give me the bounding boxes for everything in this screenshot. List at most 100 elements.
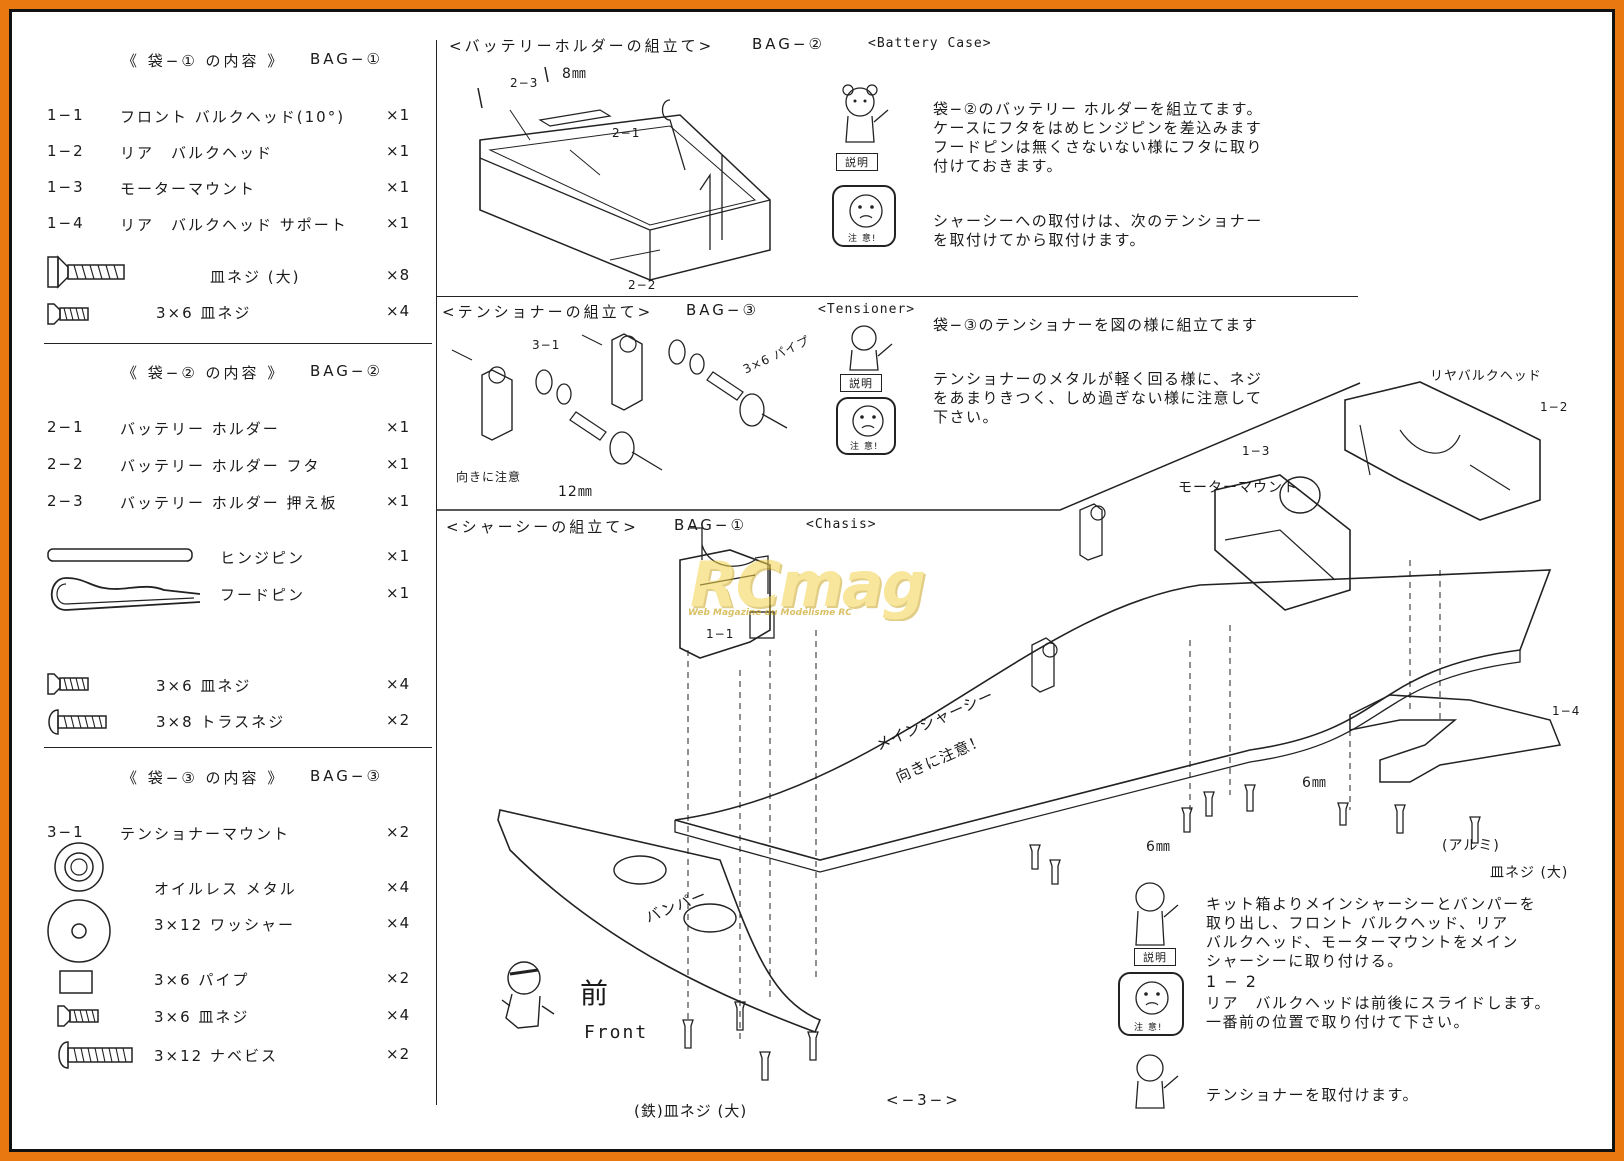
explain-mascot-icon <box>1135 1054 1179 1109</box>
bag3-row-qty: ×2 <box>386 1045 411 1063</box>
bag3-row-name: 3×6 皿ネジ <box>154 1008 250 1026</box>
caution-label: 注 意! <box>848 234 877 244</box>
bag1-row-name: モーターマウント <box>120 180 257 198</box>
bag3-row-name: オイルレス メタル <box>154 880 297 898</box>
tensioner-section-code: BAG−③ <box>686 301 759 319</box>
label-6mm-b: 6㎜ <box>1146 839 1171 855</box>
explain-badge: 説明 <box>1134 948 1176 966</box>
tensioner-instructions: 袋−③のテンショナーを図の様に組立てます <box>933 316 1259 334</box>
bag2-pin-name: フードピン <box>220 586 306 604</box>
bag2-screw-name: 3×6 皿ネジ <box>156 677 252 695</box>
explain-mascot-icon <box>849 325 893 371</box>
battery-label-2-2: 2−2 <box>628 278 657 292</box>
bag3-row-name: 3×6 パイプ <box>154 971 250 989</box>
battery-section-en: <Battery Case> <box>868 36 992 51</box>
ninja-mascot-icon <box>501 961 555 1029</box>
bag3-row-no: 3−1 <box>47 823 85 841</box>
pipe-icon <box>59 970 93 994</box>
chassis-assembly-diagram <box>497 381 1562 1081</box>
bag2-screw-name: 3×8 トラスネジ <box>156 713 286 731</box>
bag2-pin-name: ヒンジピン <box>220 549 306 567</box>
bag2-pin-qty: ×1 <box>386 547 411 565</box>
battery-label-2-1: 2−1 <box>612 126 641 140</box>
chassis-tensioner-note: テンショナーを取付けます。 <box>1206 1086 1420 1104</box>
bag3-code: BAG−③ <box>310 767 383 785</box>
caution-pig-icon: 注 意! <box>836 397 896 455</box>
tensioner-section-en: <Tensioner> <box>818 302 916 317</box>
explain-badge: 説明 <box>840 374 882 392</box>
washer-icon <box>47 899 111 963</box>
bag3-row-qty: ×2 <box>386 969 411 987</box>
bag2-row-no: 2−3 <box>47 492 85 510</box>
bag1-row-qty: ×1 <box>386 214 411 232</box>
divider <box>44 343 432 344</box>
bag1-screw-name: 皿ネジ (大) <box>210 268 301 286</box>
label-rear-bulkhead: リヤバルクヘッド <box>1430 369 1542 384</box>
bag3-row-name: 3×12 ワッシャー <box>154 916 295 934</box>
body-clip-pin-icon <box>50 577 201 611</box>
battery-instructions: 袋−②のバッテリー ホルダーを組立てます。 ケースにフタをはめヒンジピンを差込み… <box>933 100 1264 175</box>
bag3-heading: 《 袋−③ の内容 》 <box>122 769 286 787</box>
rcmag-watermark-sub: Web Magazine du Modélisme RC <box>688 608 852 618</box>
front-label: Front <box>584 1022 649 1043</box>
bag1-code: BAG−① <box>310 50 383 68</box>
truss-screw-icon <box>48 709 107 735</box>
bag1-row-qty: ×1 <box>386 106 411 124</box>
bag3-row-qty: ×2 <box>386 823 411 841</box>
bag1-row-no: 1−4 <box>47 214 85 232</box>
bag2-pin-qty: ×1 <box>386 584 411 602</box>
tensioner-note: テンショナーのメタルが軽く回る様に、ネジ をあまりきつく、しめ過ぎない様に注意し… <box>933 370 1263 426</box>
bag1-row-qty: ×1 <box>386 142 411 160</box>
tensioner-label-orient: 向きに注意 <box>456 470 522 484</box>
rcmag-watermark: RCmag <box>690 548 926 621</box>
tensioner-label-12mm: 12㎜ <box>558 484 593 500</box>
page-number: <−3−> <box>886 1091 961 1109</box>
bag3-row-name: テンショナーマウント <box>120 825 291 843</box>
bag2-row-qty: ×1 <box>386 455 411 473</box>
bag1-row-name: リア バルクヘッド <box>120 144 274 162</box>
hinge-pin-icon <box>47 548 193 562</box>
bag2-row-no: 2−2 <box>47 455 85 473</box>
caution-label: 注 意! <box>1134 1023 1163 1033</box>
battery-label-2-3: 2−3 <box>510 76 539 90</box>
bag3-row-qty: ×4 <box>386 1006 411 1024</box>
bag1-row-no: 1−3 <box>47 178 85 196</box>
oilless-metal-icon <box>54 842 104 892</box>
chassis-section-title: <シャーシーの組立て> <box>446 518 639 536</box>
pan-head-screw-icon <box>58 1041 133 1069</box>
bag2-screw-qty: ×2 <box>386 711 411 729</box>
label-aluminium: (アルミ) <box>1442 838 1500 854</box>
bag2-row-name: バッテリー ホルダー <box>120 420 280 438</box>
caution-pig-icon: 注 意! <box>1118 972 1184 1036</box>
label-1-2: 1−2 <box>1540 400 1569 414</box>
chassis-section-code: BAG−① <box>674 516 747 534</box>
large-countersunk-screw-icon <box>47 255 125 289</box>
explain-mascot-icon <box>1135 882 1179 946</box>
tensioner-section-title: <テンショナーの組立て> <box>442 303 654 321</box>
bag2-row-qty: ×1 <box>386 492 411 510</box>
bag2-row-no: 2−1 <box>47 418 85 436</box>
chassis-section-en: <Chasis> <box>806 517 877 532</box>
tensioner-exploded-diagram <box>451 333 788 471</box>
bag1-row-no: 1−1 <box>47 106 85 124</box>
battery-label-8mm: 8㎜ <box>562 66 587 82</box>
caution-label: 注 意! <box>850 442 879 452</box>
caution-pig-icon: 注 意! <box>832 185 896 247</box>
label-motor-mount: モーターマウント <box>1178 480 1298 496</box>
bag3-row-name: 3×12 ナベビス <box>154 1047 278 1065</box>
chassis-instructions: キット箱よりメインシャーシーとバンパーを 取り出し、フロント バルクヘッド、リア… <box>1206 895 1537 970</box>
column-separator <box>436 40 437 1105</box>
small-countersunk-screw-icon <box>57 1005 99 1027</box>
label-6mm-a: 6㎜ <box>1302 775 1327 791</box>
page-inner-border <box>9 9 1615 1152</box>
explain-mascot-icon <box>842 84 889 143</box>
bag1-row-name: フロント バルクヘッド(10°) <box>120 108 346 126</box>
bag2-row-name: バッテリー ホルダー 押え板 <box>120 494 338 512</box>
front-kanji: 前 <box>580 977 609 1010</box>
bag1-screw-name: 3×6 皿ネジ <box>156 304 252 322</box>
bag1-screw-qty: ×4 <box>386 302 411 320</box>
label-1-1: 1−1 <box>706 627 735 641</box>
bag1-row-name: リア バルクヘッド サポート <box>120 216 348 234</box>
